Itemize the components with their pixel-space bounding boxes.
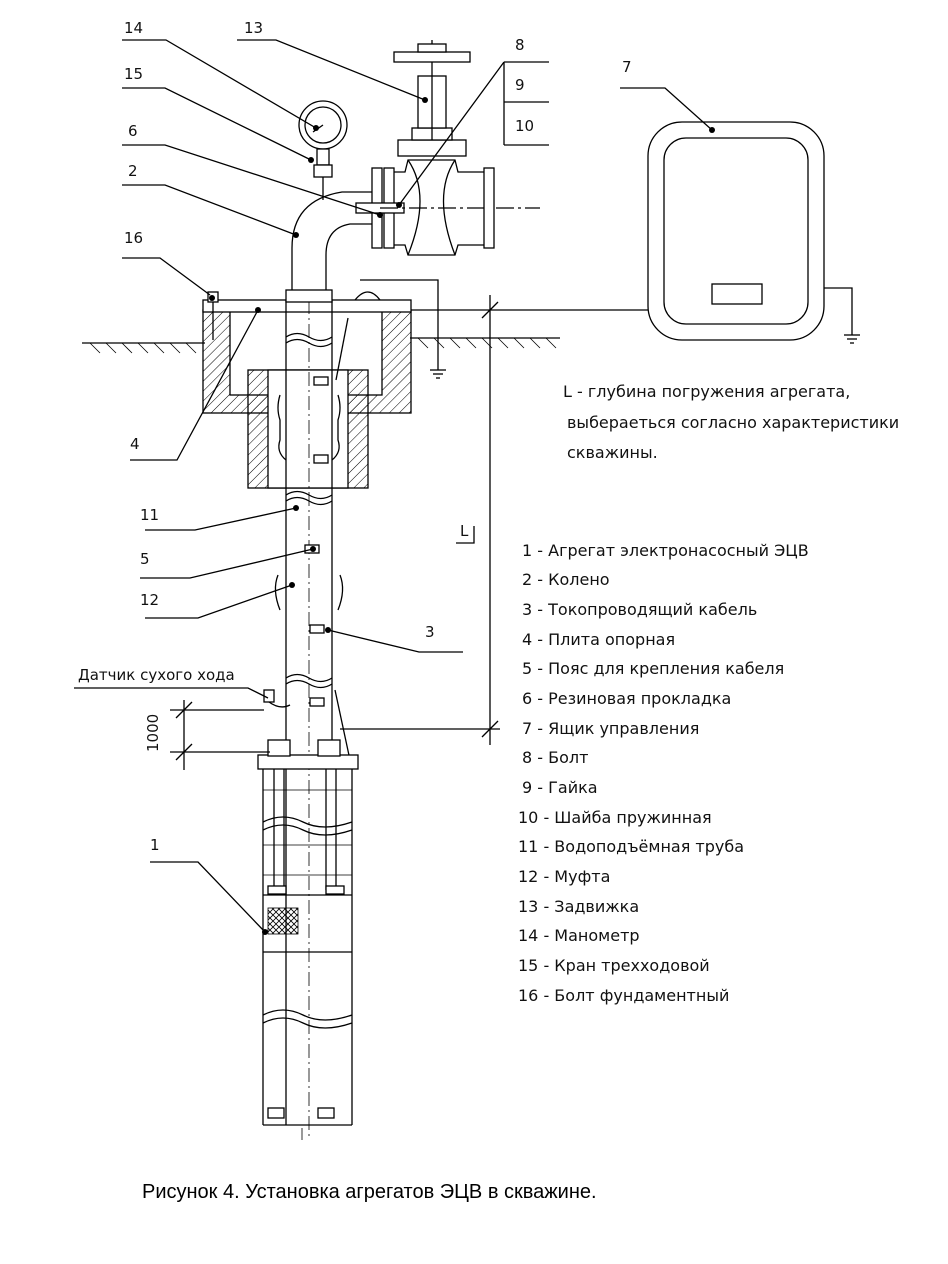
callout-1: 1	[150, 836, 160, 854]
callout-4: 4	[130, 435, 140, 453]
callout-11: 11	[140, 506, 159, 524]
legend-item: 6 - Резиновая прокладка	[522, 689, 731, 708]
callout-14: 14	[124, 19, 143, 37]
control-box	[411, 121, 860, 344]
note-line-2: выбераеться согласно характеристики	[567, 413, 899, 432]
pump-unit	[257, 739, 359, 1140]
callout-7: 7	[622, 58, 632, 76]
power-cable	[334, 317, 351, 761]
legend-item: 7 - Ящик управления	[522, 719, 699, 738]
ground-symbol-well	[354, 279, 446, 379]
callout-10: 10	[515, 117, 534, 135]
depth-marker: L	[460, 522, 469, 540]
pressure-gauge	[298, 100, 348, 200]
legend-item: 3 - Токопроводящий кабель	[522, 600, 757, 619]
legend-item: 2 - Колено	[522, 570, 610, 589]
riser-pipe	[274, 300, 344, 1140]
legend-item: 9 - Гайка	[522, 778, 598, 797]
legend-item: 11 - Водоподъёмная труба	[518, 837, 744, 856]
callout-15: 15	[124, 65, 143, 83]
legend-item: 4 - Плита опорная	[522, 630, 675, 649]
legend-item: 16 - Болт фундаментный	[518, 986, 729, 1005]
callout-9: 9	[515, 76, 525, 94]
gate-valve	[393, 40, 495, 256]
flange-joint	[355, 167, 540, 249]
legend-item: 5 - Пояс для крепления кабеля	[522, 659, 784, 678]
figure-caption: Рисунок 4. Установка агрегатов ЭЦВ в скв…	[142, 1181, 597, 1203]
callout-8: 8	[515, 36, 525, 54]
legend: 1 - Агрегат электронасосный ЭЦВ 2 - Коле…	[518, 541, 809, 1005]
note-line-3: скважины.	[567, 443, 658, 462]
legend-item: 8 - Болт	[522, 748, 588, 767]
legend-item: 12 - Муфта	[518, 867, 610, 886]
callout-12: 12	[140, 591, 159, 609]
callout-5: 5	[140, 550, 150, 568]
callout-3: 3	[425, 623, 435, 641]
note-line-1: L - глубина погружения агрегата,	[563, 382, 850, 401]
sensor-label: Датчик сухого хода	[78, 666, 235, 684]
dimension-1000-label: 1000	[144, 714, 162, 752]
legend-item: 10 - Шайба пружинная	[518, 808, 712, 827]
callout-16: 16	[124, 229, 143, 247]
dimension-1000	[170, 700, 270, 770]
casing	[247, 369, 369, 489]
dry-run-sensor	[74, 687, 291, 708]
depth-dimension	[340, 295, 500, 745]
legend-item: 15 - Кран трехходовой	[518, 956, 710, 975]
legend-item: 14 - Манометр	[518, 926, 640, 945]
leader-lines	[122, 39, 715, 935]
callout-13: 13	[244, 19, 263, 37]
foundation-bolt	[207, 291, 219, 340]
legend-item: 13 - Задвижка	[518, 897, 639, 916]
legend-item: 1 - Агрегат электронасосный ЭЦВ	[522, 541, 809, 560]
callout-2: 2	[128, 162, 138, 180]
callout-6: 6	[128, 122, 138, 140]
elbow	[285, 191, 375, 303]
